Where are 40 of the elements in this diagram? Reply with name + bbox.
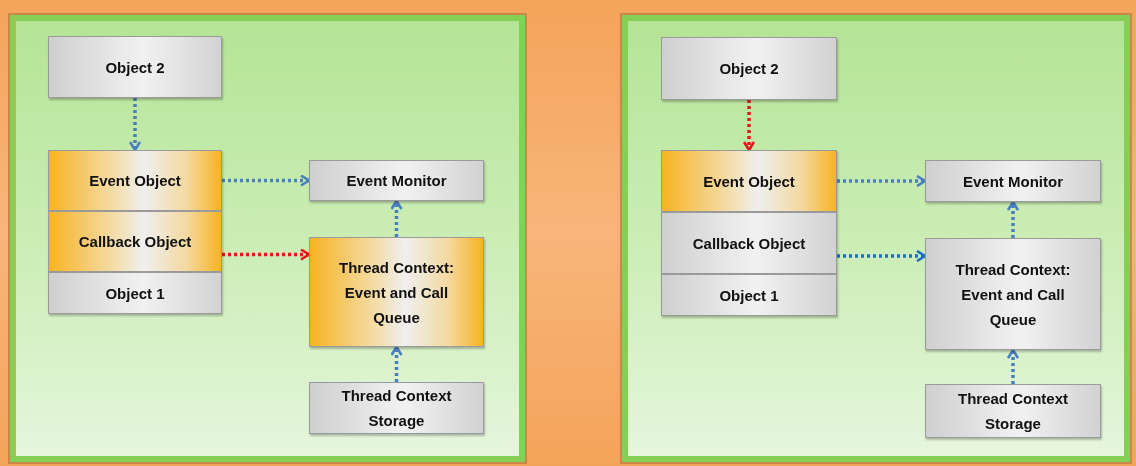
dotted-arrow	[742, 100, 756, 152]
box-label: Thread Context: Event and Call Queue	[954, 259, 1072, 330]
object-box	[925, 160, 1101, 202]
box-label: Callback Object	[691, 233, 807, 254]
object-box	[48, 211, 222, 272]
object-box	[48, 36, 222, 98]
box-label: Object 1	[104, 283, 166, 304]
box-label: Object 2	[718, 59, 780, 79]
object-box	[309, 382, 484, 434]
dotted-arrow	[390, 199, 403, 237]
dotted-arrow	[222, 174, 311, 187]
object-box	[309, 237, 484, 347]
object-box	[661, 150, 837, 212]
panel-background	[622, 15, 1130, 462]
object-box	[48, 272, 222, 314]
box-label: Thread Context Storage	[340, 386, 453, 431]
box-label: Event Object	[88, 171, 182, 191]
dotted-arrow	[1006, 200, 1020, 238]
box-label: Event Monitor	[962, 171, 1064, 192]
object-box	[309, 160, 484, 201]
panel-background	[10, 15, 525, 462]
dotted-arrow	[837, 174, 927, 188]
dotted-arrow	[222, 248, 311, 261]
box-label: Event Object	[702, 171, 796, 192]
box-label: Object 1	[718, 285, 780, 306]
box-label: Object 2	[104, 57, 166, 78]
dotted-arrow	[390, 345, 403, 382]
object-box	[48, 150, 222, 211]
object-box	[661, 212, 837, 274]
box-label: Thread Context Storage	[957, 389, 1069, 434]
object-box	[661, 274, 837, 316]
box-label: Callback Object	[77, 232, 193, 252]
box-label: Event Monitor	[345, 171, 448, 191]
dotted-arrow	[837, 249, 927, 263]
dotted-arrow	[128, 98, 142, 152]
object-box	[925, 384, 1101, 438]
object-box	[661, 37, 837, 100]
box-label: Thread Context: Event and Call Queue	[338, 257, 455, 328]
object-box	[925, 238, 1101, 350]
dotted-arrow	[1006, 348, 1020, 384]
